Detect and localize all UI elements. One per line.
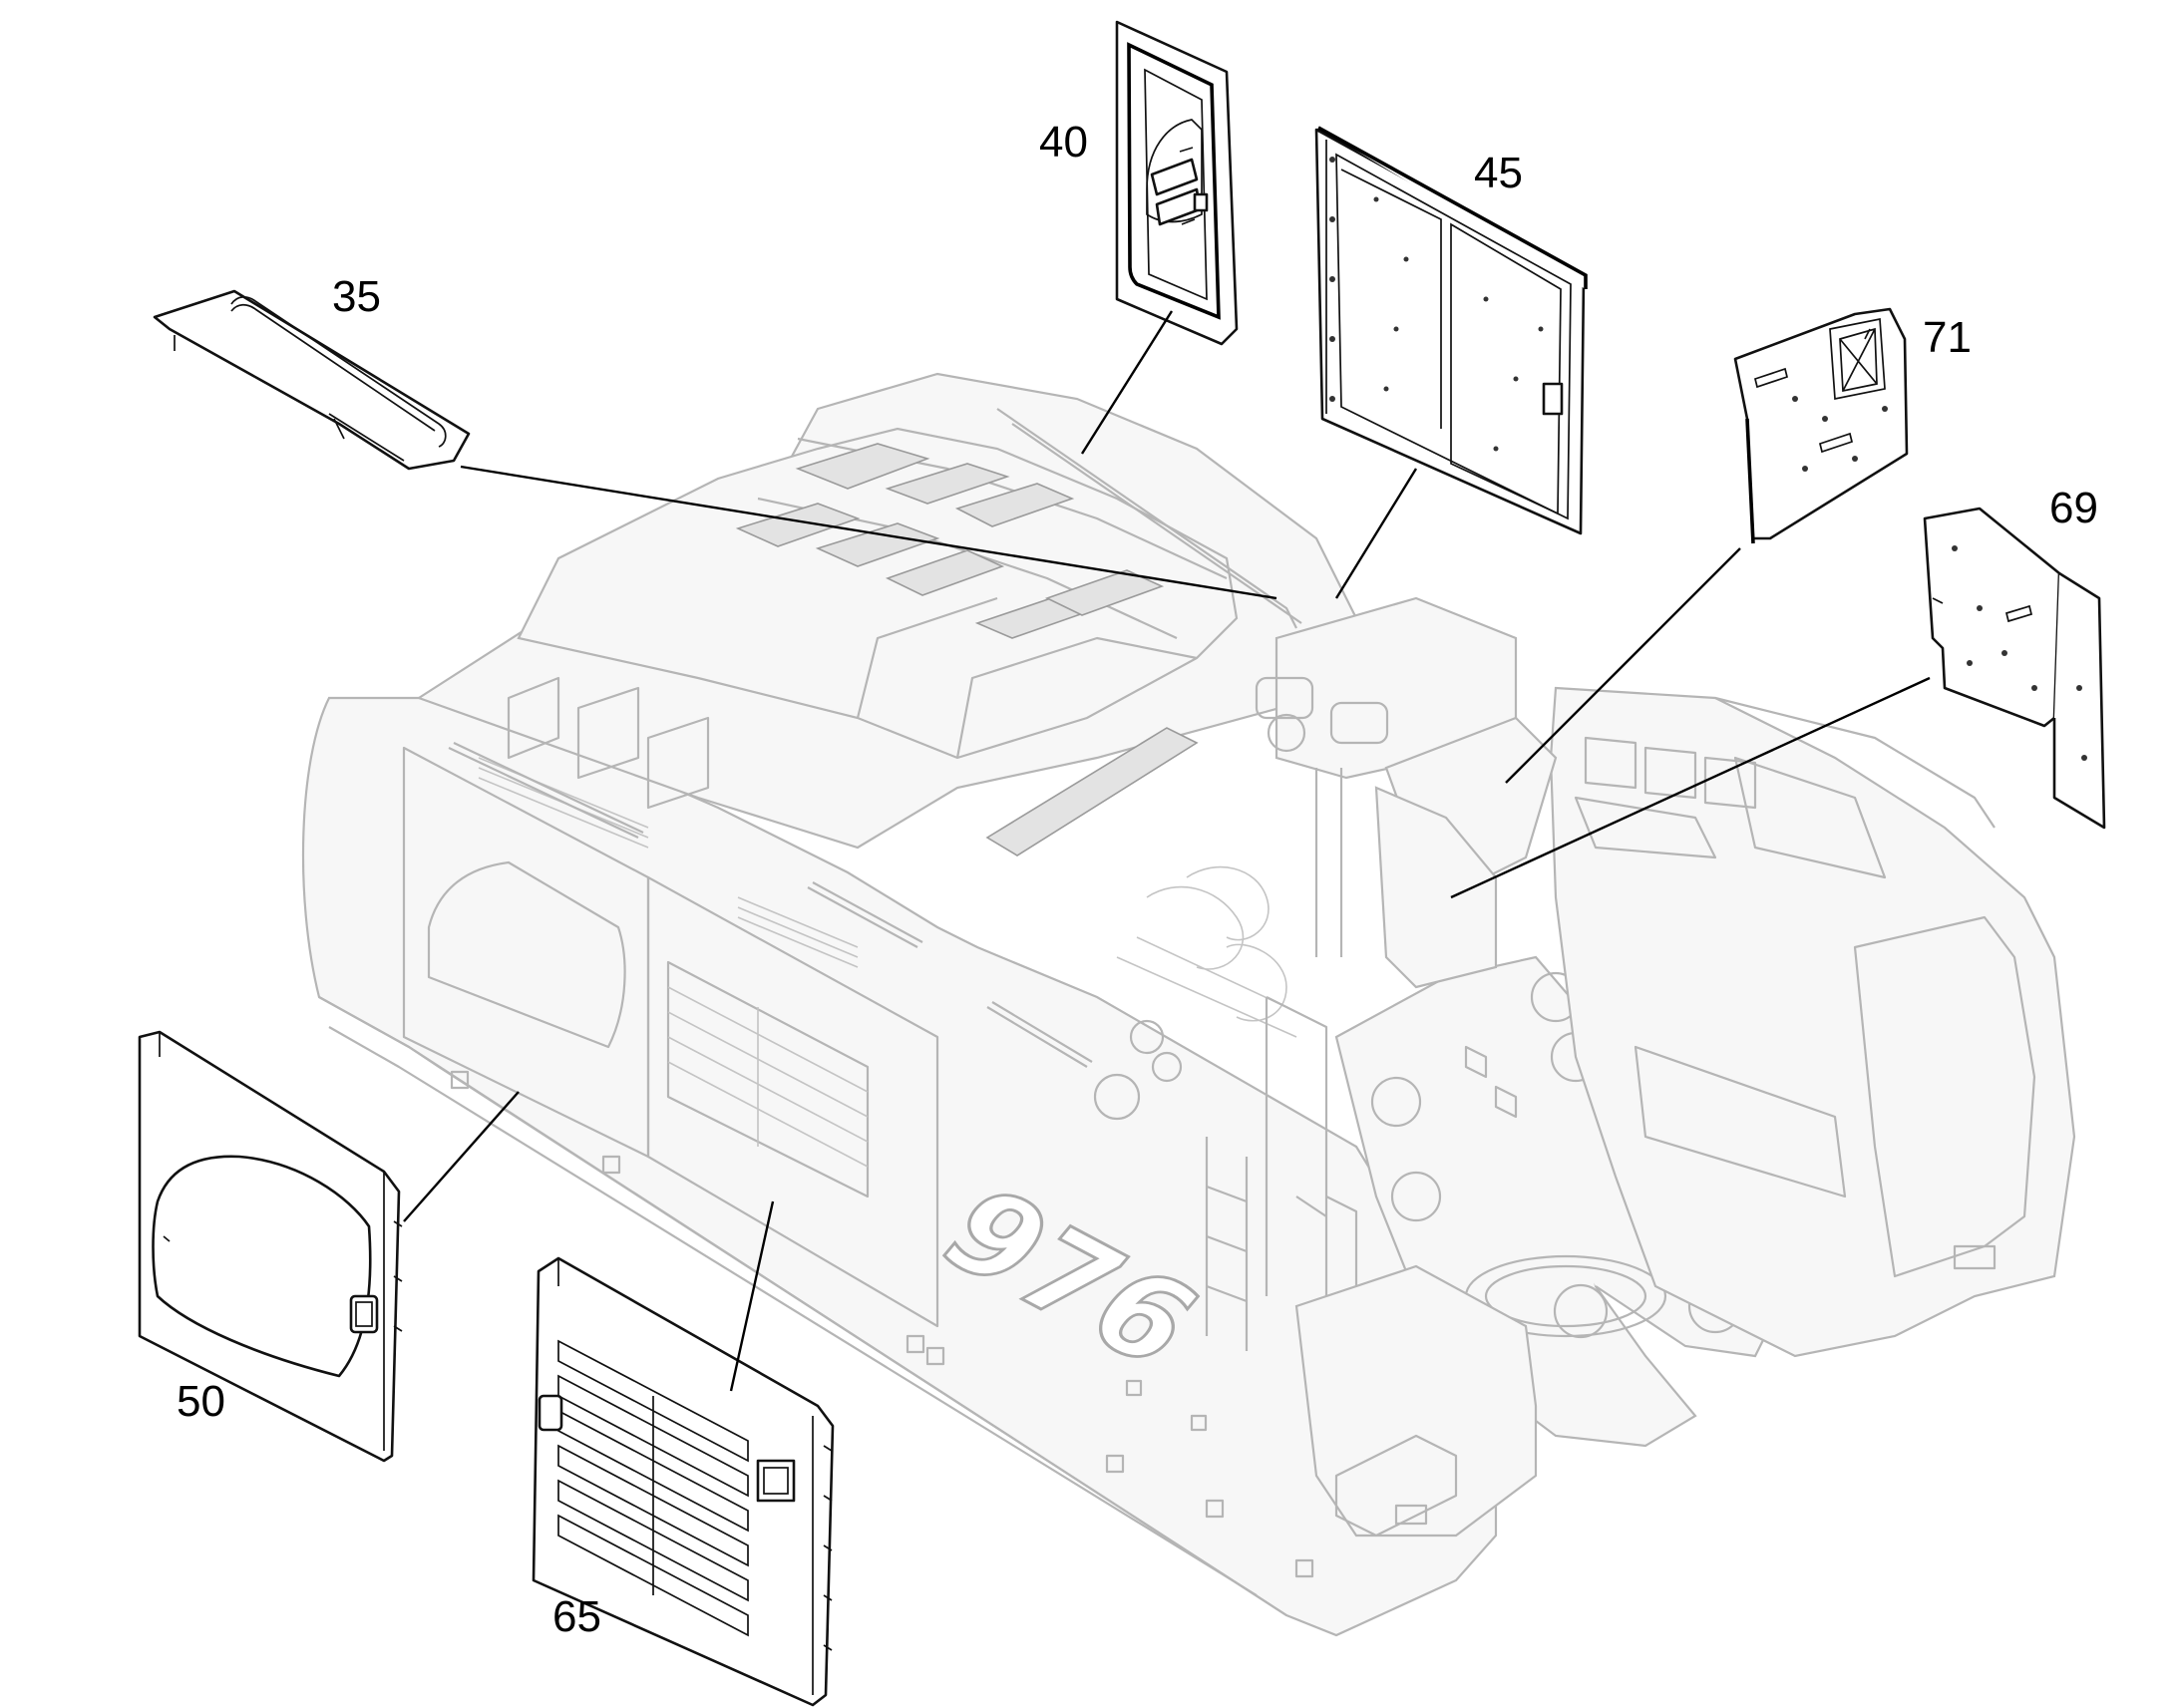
access-ladder — [1205, 996, 1358, 1351]
callout-labels: 35 40 45 50 65 69 71 — [177, 118, 2098, 1641]
leader-35 — [460, 465, 1277, 600]
callout-40: 40 — [1039, 118, 1088, 167]
leader-71 — [1505, 547, 1741, 784]
machine-upper-structure: 976 — [301, 372, 2076, 1637]
grille-65-slots — [557, 1339, 749, 1637]
leader-50 — [403, 1091, 520, 1222]
skirt-bolts — [450, 1070, 1314, 1578]
leader-40 — [1080, 310, 1174, 455]
leader-lines — [403, 310, 1931, 1392]
door-45-rivets — [1329, 157, 1544, 452]
part-35-top-cover — [153, 289, 471, 471]
leader-69 — [1450, 676, 1931, 899]
part-69-bent-panel — [1923, 507, 2106, 830]
deck-grilles — [735, 443, 1199, 856]
callout-69: 69 — [2049, 484, 2098, 532]
leader-65 — [729, 1200, 775, 1392]
part-65-grille-door — [532, 1256, 835, 1707]
part-40-door-panel — [1115, 20, 1239, 346]
callout-35: 35 — [332, 272, 381, 321]
operator-cab — [1549, 686, 2076, 1358]
callout-45: 45 — [1474, 149, 1523, 197]
callout-71: 71 — [1923, 313, 1972, 362]
callout-50: 50 — [177, 1377, 225, 1426]
part-71-panel — [1733, 307, 1909, 544]
callout-65: 65 — [552, 1592, 601, 1641]
leader-45 — [1334, 468, 1418, 599]
part-50-side-door — [138, 1030, 403, 1463]
body-grille-ghost — [666, 960, 870, 1198]
part-45-side-door — [1314, 126, 1588, 535]
